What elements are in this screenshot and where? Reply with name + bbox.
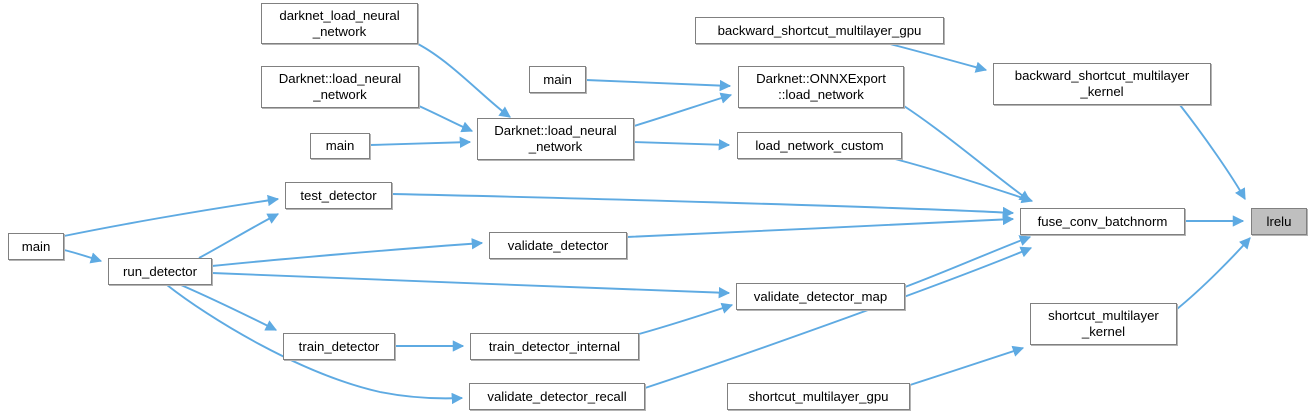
edge-main_mid-to-Darknet_ONNXExport_load_network — [585, 79, 732, 92]
edge-shortcut_multilayer_gpu-to-shortcut_multilayer_kernel — [909, 345, 1025, 386]
node-validate_detector_recall[interactable]: validate_detector_recall — [469, 383, 645, 410]
edge-main_left-to-test_detector — [63, 194, 280, 237]
node-validate_detector_map[interactable]: validate_detector_map — [736, 283, 905, 310]
edge-validate_detector_map-to-fuse_conv_batchnorm — [904, 235, 1032, 288]
edge-backward_shortcut_multilayer_gpu-to-backward_shortcut_multilayer_kernel — [889, 43, 988, 73]
edge-run_detector-to-validate_detector_map — [211, 272, 731, 299]
edge-backward_shortcut_multilayer_kernel-to-lrelu — [1179, 104, 1246, 200]
node-load_network_custom[interactable]: load_network_custom — [737, 132, 902, 159]
node-train_detector_internal[interactable]: train_detector_internal — [470, 333, 639, 360]
edge-Darknet_load_neural_network_decl-to-Darknet_load_neural_network — [418, 105, 474, 133]
node-backward_shortcut_multilayer_kernel[interactable]: backward_shortcut_multilayer _kernel — [993, 63, 1211, 105]
node-backward_shortcut_multilayer_gpu[interactable]: backward_shortcut_multilayer_gpu — [695, 17, 944, 44]
node-darknet_load_neural_network[interactable]: darknet_load_neural _network — [261, 3, 418, 44]
edge-load_network_custom-to-fuse_conv_batchnorm — [894, 158, 1034, 204]
node-Darknet_ONNXExport_load_network[interactable]: Darknet::ONNXExport ::load_network — [738, 66, 904, 108]
node-run_detector[interactable]: run_detector — [108, 258, 212, 285]
edge-main_left-to-run_detector — [63, 249, 103, 264]
node-main_mid[interactable]: main — [529, 66, 586, 93]
node-validate_detector[interactable]: validate_detector — [489, 232, 627, 259]
node-train_detector[interactable]: train_detector — [283, 333, 395, 360]
edge-validate_detector_recall-to-fuse_conv_batchnorm — [644, 246, 1033, 389]
node-lrelu[interactable]: lrelu — [1251, 208, 1307, 235]
edge-Darknet_load_neural_network-to-Darknet_ONNXExport_load_network — [633, 92, 733, 127]
node-test_detector[interactable]: test_detector — [285, 182, 392, 209]
node-Darknet_load_neural_network[interactable]: Darknet::load_neural _network — [477, 118, 634, 160]
edge-train_detector_internal-to-validate_detector_map — [638, 302, 734, 335]
edge-run_detector-to-validate_detector — [211, 238, 484, 267]
node-shortcut_multilayer_gpu[interactable]: shortcut_multilayer_gpu — [727, 383, 910, 410]
node-main_top_left[interactable]: main — [310, 133, 370, 159]
edge-run_detector-to-validate_detector_recall — [166, 284, 464, 405]
edge-main_top_left-to-Darknet_load_neural_network — [369, 136, 472, 149]
edge-validate_detector-to-fuse_conv_batchnorm — [626, 213, 1015, 238]
edge-darknet_load_neural_network-to-Darknet_load_neural_network — [417, 43, 511, 118]
edge-test_detector-to-fuse_conv_batchnorm — [391, 193, 1015, 219]
edge-run_detector-to-train_detector — [180, 284, 278, 331]
edge-run_detector-to-test_detector — [198, 213, 280, 259]
node-Darknet_load_neural_network_decl[interactable]: Darknet::load_neural _network — [261, 66, 419, 108]
edge-shortcut_multilayer_kernel-to-lrelu — [1176, 237, 1251, 310]
edge-Darknet_ONNXExport_load_network-to-fuse_conv_batchnorm — [903, 105, 1031, 202]
node-main_left[interactable]: main — [8, 233, 64, 260]
node-shortcut_multilayer_kernel[interactable]: shortcut_multilayer _kernel — [1030, 303, 1177, 345]
edge-Darknet_load_neural_network-to-load_network_custom — [633, 138, 731, 151]
node-fuse_conv_batchnorm[interactable]: fuse_conv_batchnorm — [1020, 208, 1185, 235]
